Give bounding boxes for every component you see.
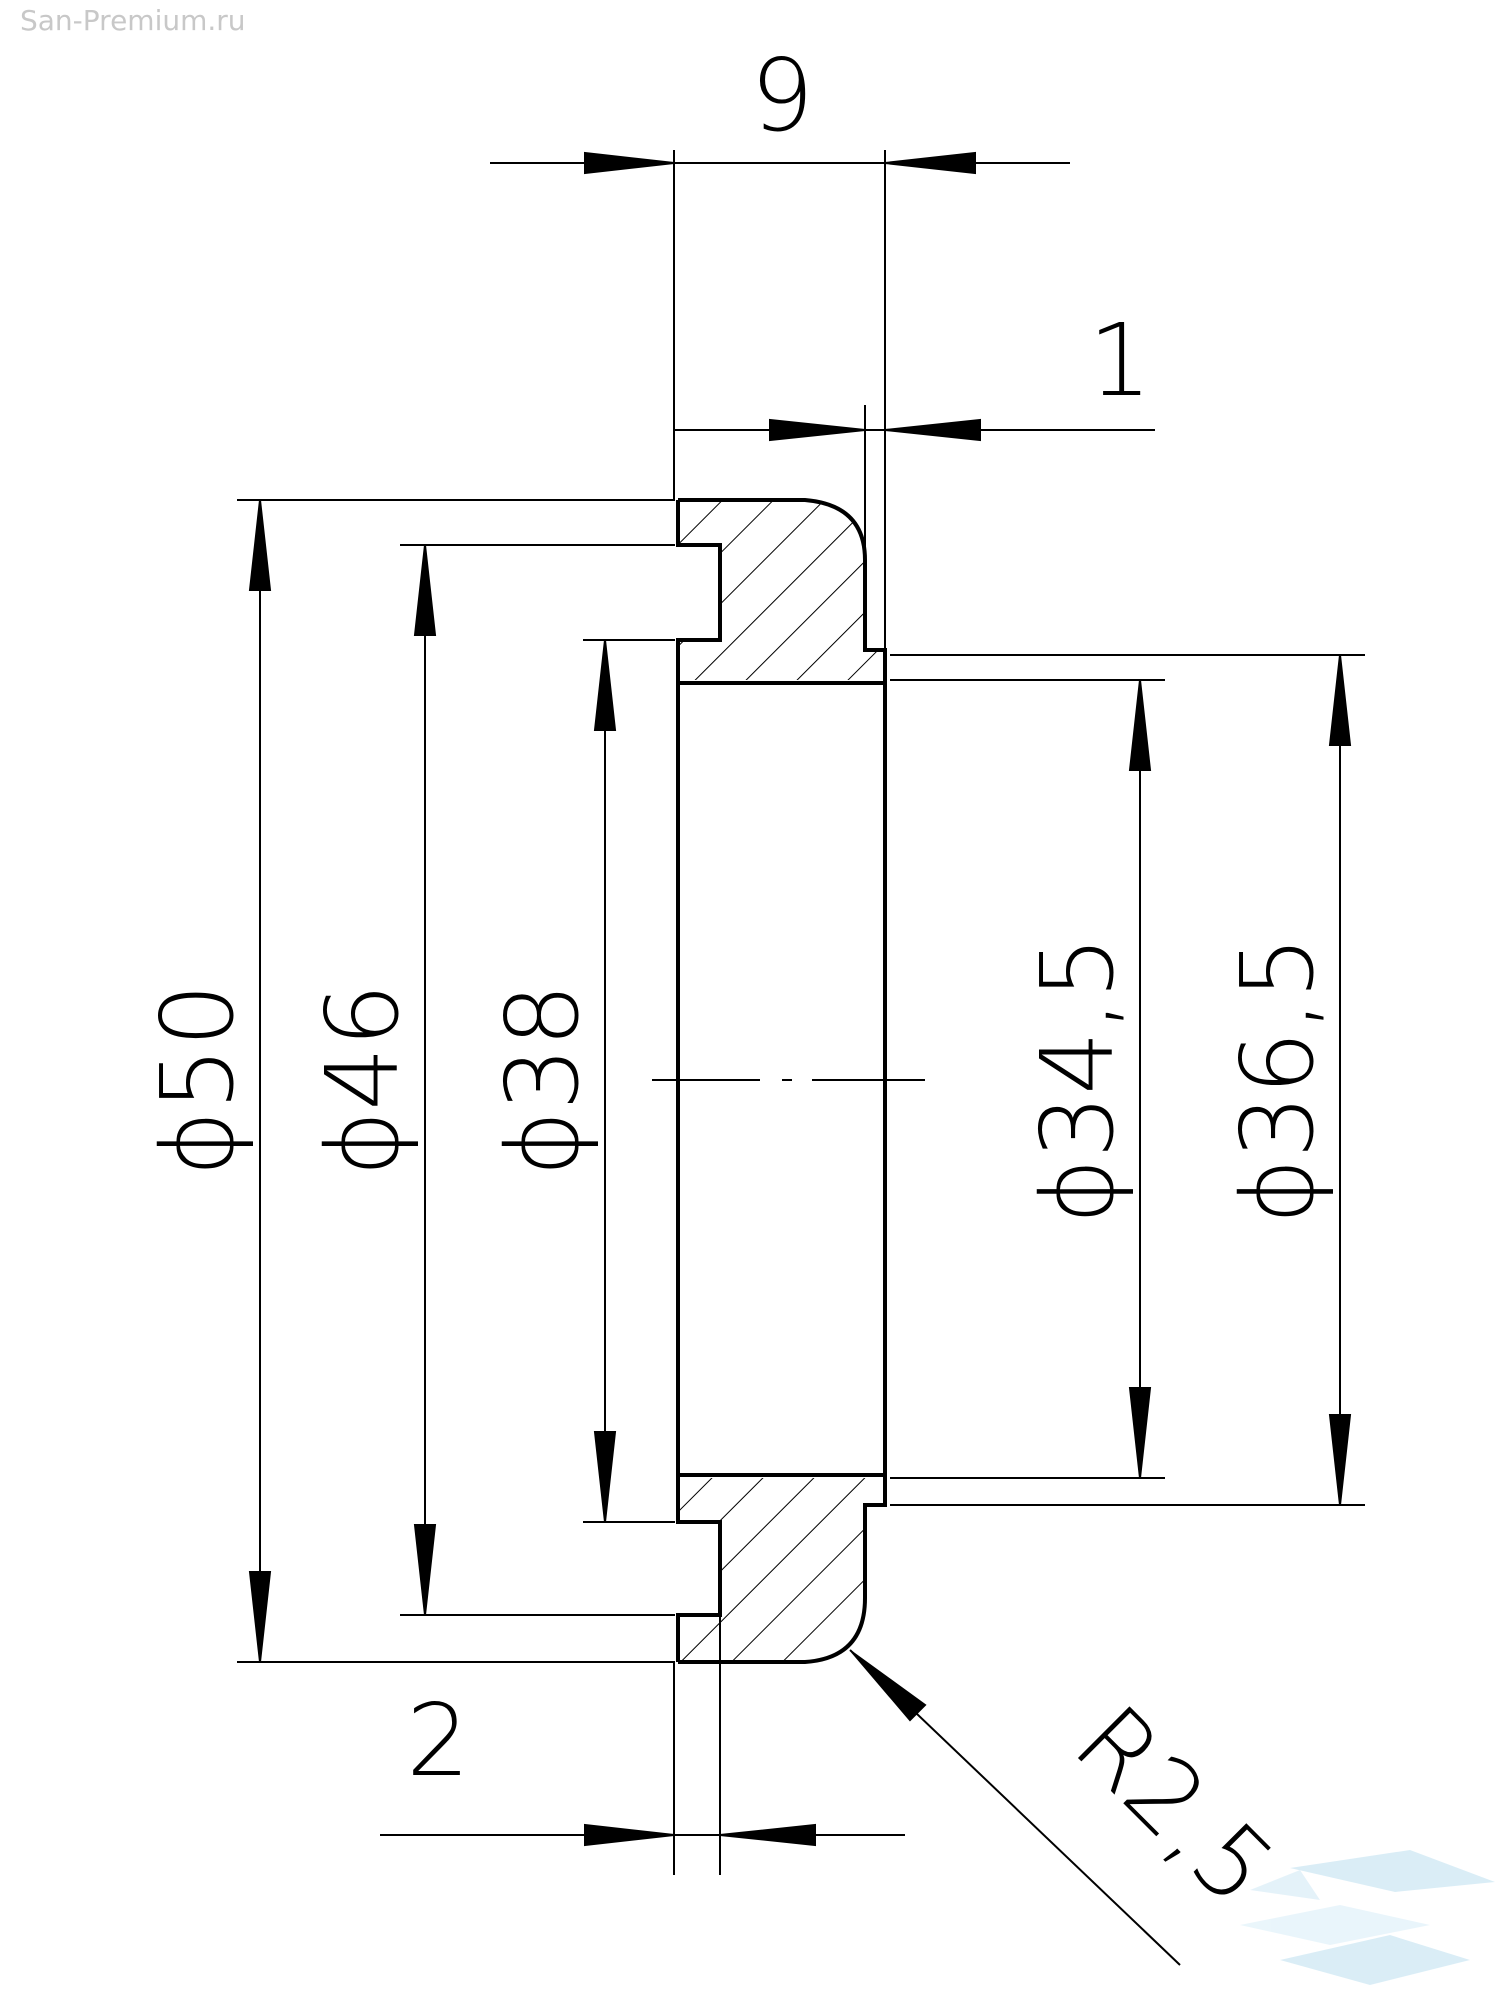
arrow-d46-bottom [413,1524,437,1616]
arrow-1-left [769,418,866,442]
arrow-d34-bottom [1128,1387,1152,1479]
dim-label-2: 2 [406,1682,470,1799]
dim-label-9: 9 [750,37,814,154]
arrow-d50-top [248,499,272,591]
extension-lines [237,150,1365,1875]
arrow-9-left [584,151,675,175]
arrow-d50-bottom [248,1571,272,1663]
arrow-d38-top [593,639,617,731]
dim-label-d36-5: ϕ36,5 [1219,936,1336,1225]
arrow-d36-bottom [1328,1414,1352,1506]
dim-label-d34-5: ϕ34,5 [1019,936,1136,1225]
dimension-lines [248,151,1352,1966]
arrow-radius [851,1651,927,1722]
dim-label-d46: ϕ46 [304,983,421,1176]
arrow-1-right [884,418,981,442]
arrow-d46-top [413,544,437,636]
dim-label-1: 1 [1088,302,1152,419]
dimension-labels: 9 1 2 ϕ50 ϕ46 ϕ38 ϕ34,5 ϕ36,5 R2,5 [139,37,1336,1928]
arrow-9-right [884,151,976,175]
dim-label-d50: ϕ50 [139,983,256,1176]
boat-sail-logo-icon [1240,1850,1495,1985]
arrow-2-right [719,1823,816,1847]
section-hatching [678,500,885,1662]
bottom-profile [678,1478,887,1664]
watermark-site-text: San-Premium.ru [20,4,246,37]
arrow-d34-top [1128,679,1152,771]
arrow-2-left [584,1823,675,1847]
bottom-groove [676,1478,722,1662]
dim-label-d38: ϕ38 [484,983,601,1176]
top-groove [676,500,722,680]
arrow-d36-top [1328,654,1352,746]
arrow-d38-bottom [593,1431,617,1523]
